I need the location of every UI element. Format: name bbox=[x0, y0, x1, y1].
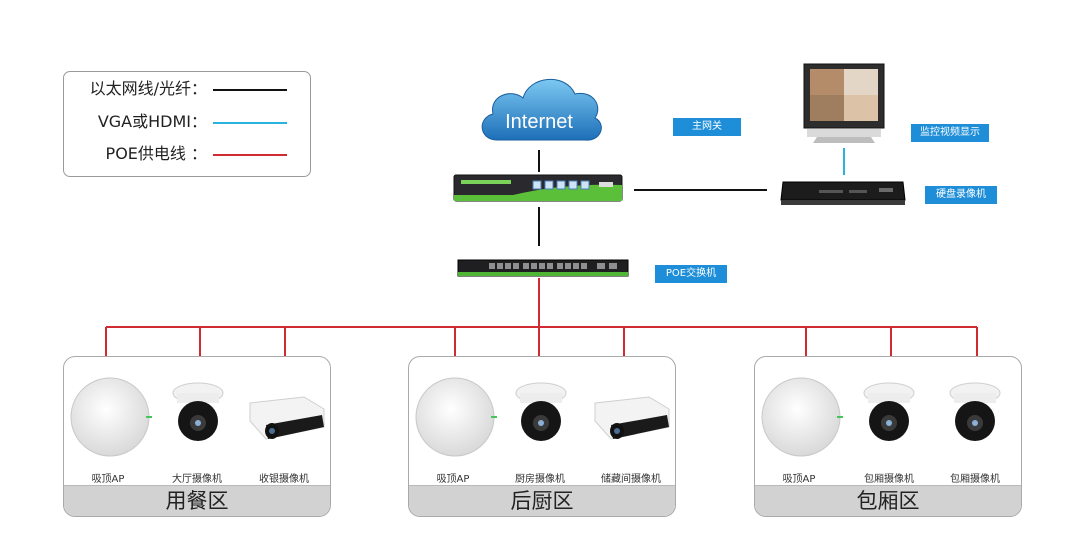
legend-label-poe: POE供电线 ： bbox=[105, 144, 207, 163]
zone-title: 包厢区 bbox=[755, 485, 1021, 516]
ceiling-ap-icon bbox=[70, 377, 152, 457]
zone-title: 用餐区 bbox=[64, 485, 330, 516]
monitor-icon bbox=[803, 63, 885, 143]
gateway-label: 主网关 bbox=[673, 118, 741, 136]
gateway-router-icon bbox=[453, 174, 623, 202]
dome-camera-icon bbox=[172, 382, 224, 441]
bullet-camera-icon bbox=[249, 396, 325, 440]
zone-private-rooms: 吸顶AP 包厢摄像机 包厢摄像机 包厢区 bbox=[754, 356, 1022, 517]
bullet-camera-icon bbox=[594, 396, 670, 440]
legend-row-poe: POE供电线 ： bbox=[64, 142, 310, 166]
zone-dining: 吸顶AP 大厅摄像机 收银摄像机 用餐区 bbox=[63, 356, 331, 517]
legend-row-vga: VGA或HDMI： bbox=[64, 110, 310, 134]
dome-camera-icon bbox=[863, 382, 915, 441]
ceiling-ap-icon bbox=[761, 377, 843, 457]
poe-switch-icon bbox=[457, 259, 629, 277]
zone-title: 后厨区 bbox=[409, 485, 675, 516]
legend-swatch-vga bbox=[213, 122, 287, 124]
zone-kitchen: 吸顶AP 厨房摄像机 储藏间摄像机 后厨区 bbox=[408, 356, 676, 517]
internet-cloud-icon: Internet bbox=[481, 79, 602, 141]
device-label: 吸顶AP bbox=[436, 474, 470, 485]
device-label: 包厢摄像机 bbox=[864, 474, 914, 485]
device-label: 包厢摄像机 bbox=[950, 474, 1000, 485]
device-label: 大厅摄像机 bbox=[172, 474, 222, 485]
internet-label: Internet bbox=[505, 111, 573, 133]
legend-row-ethernet: 以太网线/光纤： bbox=[64, 77, 310, 101]
nvr-icon bbox=[780, 181, 906, 205]
poe-switch-label: POE交换机 bbox=[655, 265, 727, 283]
device-label: 储藏间摄像机 bbox=[601, 474, 661, 485]
device-label: 吸顶AP bbox=[91, 474, 125, 485]
nvr-label: 硬盘录像机 bbox=[925, 186, 997, 204]
legend-label-vga: VGA或HDMI： bbox=[97, 112, 207, 131]
dome-camera-icon bbox=[949, 382, 1001, 441]
monitor-label: 监控视频显示 bbox=[911, 124, 989, 142]
legend-box: 以太网线/光纤： VGA或HDMI： POE供电线 ： bbox=[63, 71, 311, 177]
legend-label-ethernet: 以太网线/光纤： bbox=[89, 79, 207, 98]
device-label: 厨房摄像机 bbox=[515, 474, 565, 485]
poe-lines bbox=[105, 278, 978, 366]
ceiling-ap-icon bbox=[415, 377, 497, 457]
device-label: 吸顶AP bbox=[782, 474, 816, 485]
legend-swatch-poe bbox=[213, 154, 287, 156]
legend-swatch-ethernet bbox=[213, 89, 287, 91]
dome-camera-icon bbox=[515, 382, 567, 441]
device-label: 收银摄像机 bbox=[259, 474, 309, 485]
